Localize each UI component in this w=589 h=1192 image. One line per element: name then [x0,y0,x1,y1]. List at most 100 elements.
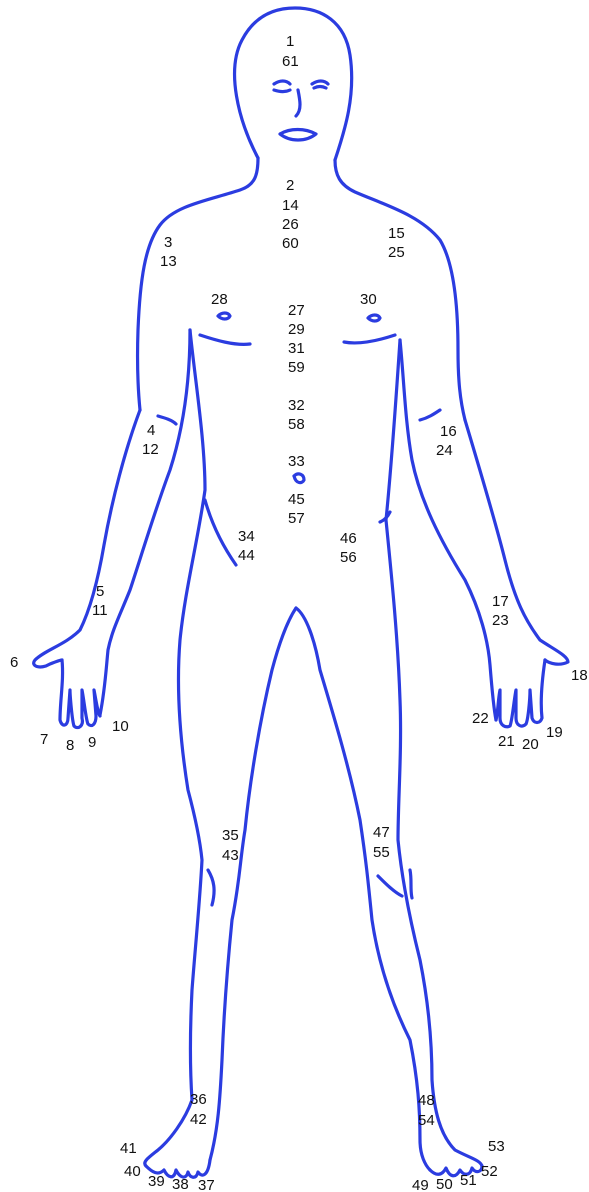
label-group-right-shoulder: 3 13 [160,234,177,270]
label-epigastrium-line1: 32 [288,397,305,414]
left-arm-inner [400,340,496,720]
label-face-line1: 1 [286,33,294,50]
label-neck-line1: 2 [286,177,294,194]
label-right-toe-38: 38 [172,1176,189,1192]
mouth [280,130,316,141]
label-right-elbow-line1: 4 [147,422,155,439]
label-sternum-line2: 29 [288,321,305,338]
label-group-right-ankle: 36 42 [190,1091,207,1128]
label-left-nipple: 30 [360,291,377,308]
label-neck-line2: 14 [282,197,299,214]
navel-mark [294,474,304,483]
label-left-shoulder-line1: 15 [388,225,405,242]
right-leg-inner [210,608,296,1160]
label-right-wrist-line2: 11 [92,602,108,619]
label-right-shoulder-line1: 3 [164,234,172,251]
left-neck-shoulder [335,160,465,420]
label-right-finger-10: 10 [112,718,129,735]
label-left-toe-49: 49 [412,1177,429,1192]
label-group-sternum: 27 29 31 59 [288,302,305,376]
right-groin-line [205,500,236,565]
label-epigastrium-line2: 58 [288,416,305,433]
label-right-groin-line1: 34 [238,528,255,545]
label-group-face: 1 61 [282,33,299,70]
label-right-elbow-line2: 12 [142,441,159,458]
label-right-groin-line2: 44 [238,547,255,564]
label-lower-abdomen-line2: 57 [288,510,305,527]
label-left-finger-20: 20 [522,736,539,753]
label-left-ankle-line1: 48 [418,1092,435,1109]
label-right-nipple: 28 [211,291,228,308]
label-neck-line3: 26 [282,216,299,233]
label-group-left-shoulder: 15 25 [388,225,405,261]
label-right-shoulder-line2: 13 [160,253,177,270]
label-left-toe-51: 51 [460,1172,477,1189]
label-right-ankle-line2: 42 [190,1111,207,1128]
label-right-toe-39: 39 [148,1173,165,1190]
label-group-right-elbow: 4 12 [142,422,159,458]
left-nipple-mark [368,315,380,321]
label-group-left-elbow: 16 24 [436,423,457,459]
label-right-finger-9: 9 [88,734,96,751]
label-left-groin-line2: 56 [340,549,357,566]
label-right-toe-40: 40 [124,1163,141,1180]
label-right-knee-line2: 43 [222,847,239,864]
right-knee-mark [208,870,214,905]
label-group-lower-abdomen: 45 57 [288,491,305,527]
left-hand-fingers [496,660,545,727]
label-left-finger-19: 19 [546,724,563,741]
label-group-left-wrist: 17 23 [492,593,509,629]
label-left-elbow-line2: 24 [436,442,453,459]
right-neck-shoulder [138,158,258,410]
label-left-shoulder-line2: 25 [388,244,405,261]
label-left-wrist-line1: 17 [492,593,509,610]
label-right-toe-41: 41 [120,1140,137,1157]
label-right-toe-37: 37 [198,1177,215,1192]
left-pectoral [344,335,395,343]
label-group-epigastrium: 32 58 [288,397,305,433]
label-right-finger-7: 7 [40,731,48,748]
label-left-toe-52: 52 [481,1163,498,1180]
nose [296,90,300,116]
label-left-toe-53: 53 [488,1138,505,1155]
right-hand-fingers [60,660,100,728]
label-left-toe-50: 50 [436,1176,453,1192]
label-left-thumb: 18 [571,667,588,684]
label-left-elbow-line1: 16 [440,423,457,440]
label-group-right-knee: 35 43 [222,827,239,864]
label-navel: 33 [288,453,305,470]
right-eye [274,81,290,92]
label-left-wrist-line2: 23 [492,612,509,629]
right-nipple-mark [218,313,230,319]
left-elbow-crease [420,410,440,420]
label-left-finger-22: 22 [472,710,489,727]
label-group-neck: 2 14 26 60 [282,177,299,252]
label-right-wrist-line1: 5 [96,583,104,600]
label-sternum-line3: 31 [288,340,305,357]
label-group-left-knee: 47 55 [373,824,390,861]
label-sternum-line1: 27 [288,302,305,319]
label-group-right-groin: 34 44 [238,528,255,564]
right-arm-outer [34,410,140,667]
label-right-knee-line1: 35 [222,827,239,844]
label-lower-abdomen-line1: 45 [288,491,305,508]
label-left-finger-21: 21 [498,733,515,750]
label-right-ankle-line1: 36 [190,1091,207,1108]
left-leg-outer [386,340,482,1166]
label-left-groin-line1: 46 [340,530,357,547]
left-knee-mark-b [410,870,412,898]
label-left-knee-line2: 55 [373,844,390,861]
left-eye [312,81,328,88]
left-arm-outer [465,420,568,664]
label-face-line2: 61 [282,53,299,70]
right-arm-inner [100,330,190,715]
label-right-thumb: 6 [10,654,18,671]
label-left-ankle-line2: 54 [418,1112,435,1129]
right-pectoral [200,335,250,344]
right-elbow-crease [158,416,176,424]
label-sternum-line4: 59 [288,359,305,376]
left-knee-mark-a [378,876,402,896]
label-group-left-groin: 46 56 [340,530,357,566]
head-outline [235,8,352,160]
